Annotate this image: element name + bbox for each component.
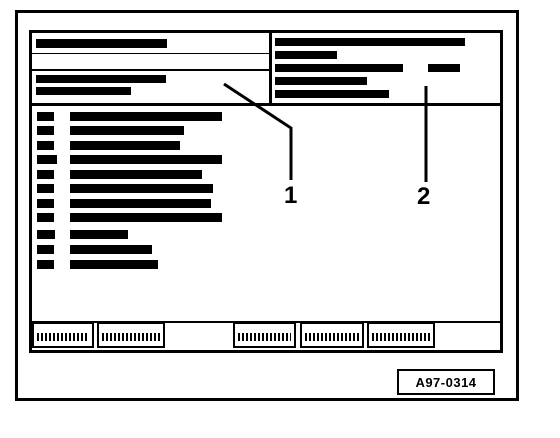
header-subtitle-block [36, 75, 166, 83]
list-item-marker [37, 112, 54, 121]
list-item-marker [37, 170, 54, 179]
softkey-3[interactable] [233, 322, 296, 348]
list-item-marker [37, 245, 54, 254]
list-item-text [70, 112, 222, 121]
right-header-line-4 [275, 77, 367, 85]
list-item-marker [37, 126, 54, 135]
list-item-marker [37, 213, 54, 222]
tester-screen [29, 30, 503, 353]
list-item-text [70, 245, 152, 254]
right-header-line-3b [428, 64, 460, 72]
callout-1-label: 1 [284, 182, 298, 209]
softkey-1[interactable] [32, 322, 94, 348]
right-header-line-2 [275, 51, 337, 59]
list-item-marker [37, 230, 55, 239]
left-header-divider-2 [32, 69, 270, 71]
list-item-marker [37, 141, 54, 150]
callout-2-label: 2 [417, 183, 431, 210]
list-item-marker [37, 260, 54, 269]
outer-frame [15, 10, 519, 401]
right-header-line-3a [275, 64, 403, 72]
list-item-text [70, 170, 202, 179]
figure-reference-code: A97-0314 [397, 369, 495, 395]
header-title-block [36, 39, 167, 48]
left-header-divider-1 [32, 53, 270, 54]
header-column-divider [269, 33, 272, 104]
list-item-text [70, 213, 222, 222]
softkey-5[interactable] [367, 322, 435, 348]
list-item-text [70, 126, 184, 135]
right-header-line-5 [275, 90, 389, 98]
softkey-4[interactable] [300, 322, 364, 348]
list-item-marker [37, 184, 54, 193]
list-item-text [70, 260, 158, 269]
header-subtitle-block-2 [36, 87, 131, 95]
list-item-marker [37, 155, 57, 164]
softkey-2[interactable] [97, 322, 165, 348]
list-item-text [70, 184, 213, 193]
list-item-marker [37, 199, 54, 208]
list-item-text [70, 155, 222, 164]
list-item-text [70, 199, 211, 208]
right-header-line-1 [275, 38, 465, 46]
list-item-text [70, 141, 180, 150]
header-bottom-divider [32, 103, 500, 106]
list-item-text [70, 230, 128, 239]
